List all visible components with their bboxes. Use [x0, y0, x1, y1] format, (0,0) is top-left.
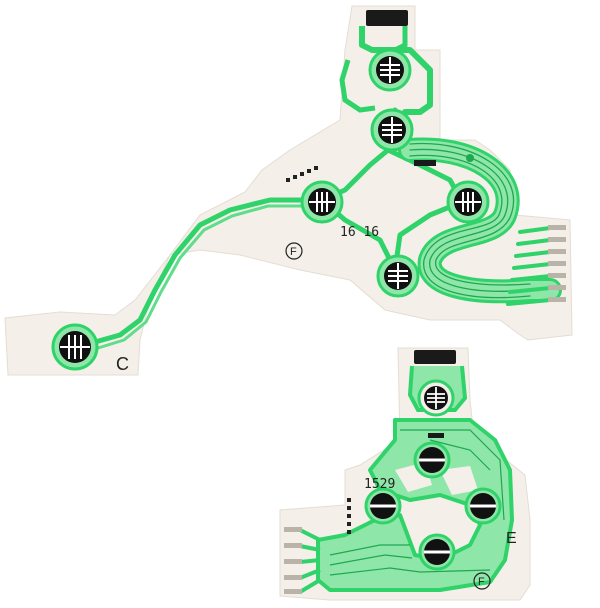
membrane-e-dots	[347, 498, 351, 534]
contact-pad	[300, 180, 344, 224]
contact-pad	[364, 487, 402, 525]
contact-pad	[368, 48, 412, 92]
membrane-c-dots	[286, 166, 318, 182]
membrane-c-bundle	[398, 137, 562, 306]
membrane-c-code: 16 16	[340, 225, 379, 240]
membrane-c: 16 16 C F	[4, 5, 573, 376]
membrane-e: 1529 E F	[279, 347, 531, 601]
membrane-e-code: 1529	[364, 477, 395, 492]
contact-pad	[51, 323, 99, 371]
membrane-e-mark: F	[473, 572, 491, 590]
contact-pad	[418, 533, 456, 571]
membrane-c-mark: F	[285, 242, 303, 260]
membrane-e-letter: E	[506, 530, 517, 547]
membrane-c-film	[4, 5, 573, 376]
contact-pad	[413, 441, 451, 479]
svg-text:F: F	[478, 576, 485, 588]
membrane-c-letter: C	[116, 354, 129, 374]
contact-pad	[446, 180, 490, 224]
membrane-c-contacts	[51, 48, 490, 371]
membrane-c-connector	[366, 10, 408, 26]
contact-pad	[464, 487, 502, 525]
membrane-e-contacts	[364, 379, 502, 571]
contact-pad	[370, 108, 414, 152]
membrane-c-tail-trace	[359, 26, 433, 122]
contact-pad	[417, 379, 455, 417]
contact-pad	[376, 254, 420, 298]
membrane-c-pins	[548, 225, 566, 302]
membrane-e-connector	[414, 350, 456, 364]
svg-text:F: F	[290, 246, 297, 258]
membrane-c-marker	[414, 160, 436, 166]
membrane-e-pins	[284, 527, 322, 594]
